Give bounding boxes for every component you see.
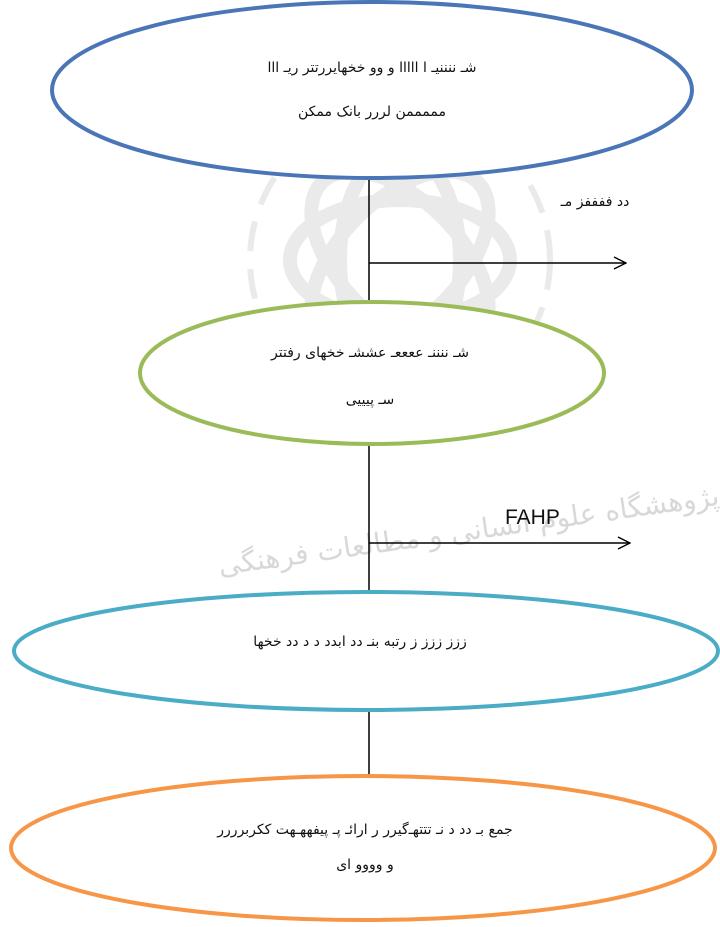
svg-text:پژوهشگاه علوم انسانی و مطالعات: پژوهشگاه علوم انسانی و مطالعات فرهنگی [216, 479, 720, 582]
edge-1-label: دد ففففز مـ [560, 194, 630, 210]
node-2-line-2: سـ پیییی [345, 392, 395, 408]
node-3-line-1: ززز ززز ز رتبه بنـ دد ابدد د د دد خخها [253, 634, 467, 650]
node-2-line-1: شـ ننننـ ععععـ عششـ خخهای رفتتر [271, 345, 469, 361]
node-4-ellipse [9, 774, 717, 922]
edge-2-label: FAHP [505, 506, 560, 529]
node-1-ellipse [50, 0, 694, 180]
node-2-ellipse [138, 300, 606, 446]
node-4-line-1: جمع بـ دد د نـ تتتهـ‌گیرر ر ارائـ پـ پيف… [217, 822, 513, 838]
node-1-line-2: مممممن لررر بانک ممکن [298, 104, 446, 120]
node-3-ellipse [12, 590, 720, 712]
node-4-line-2: و وووو ای [336, 857, 394, 873]
node-1-line-1: شـ ننننيـ ا ااااا و وو خخهایررتتر ريـ اا… [267, 60, 477, 76]
connectors [368, 178, 630, 776]
